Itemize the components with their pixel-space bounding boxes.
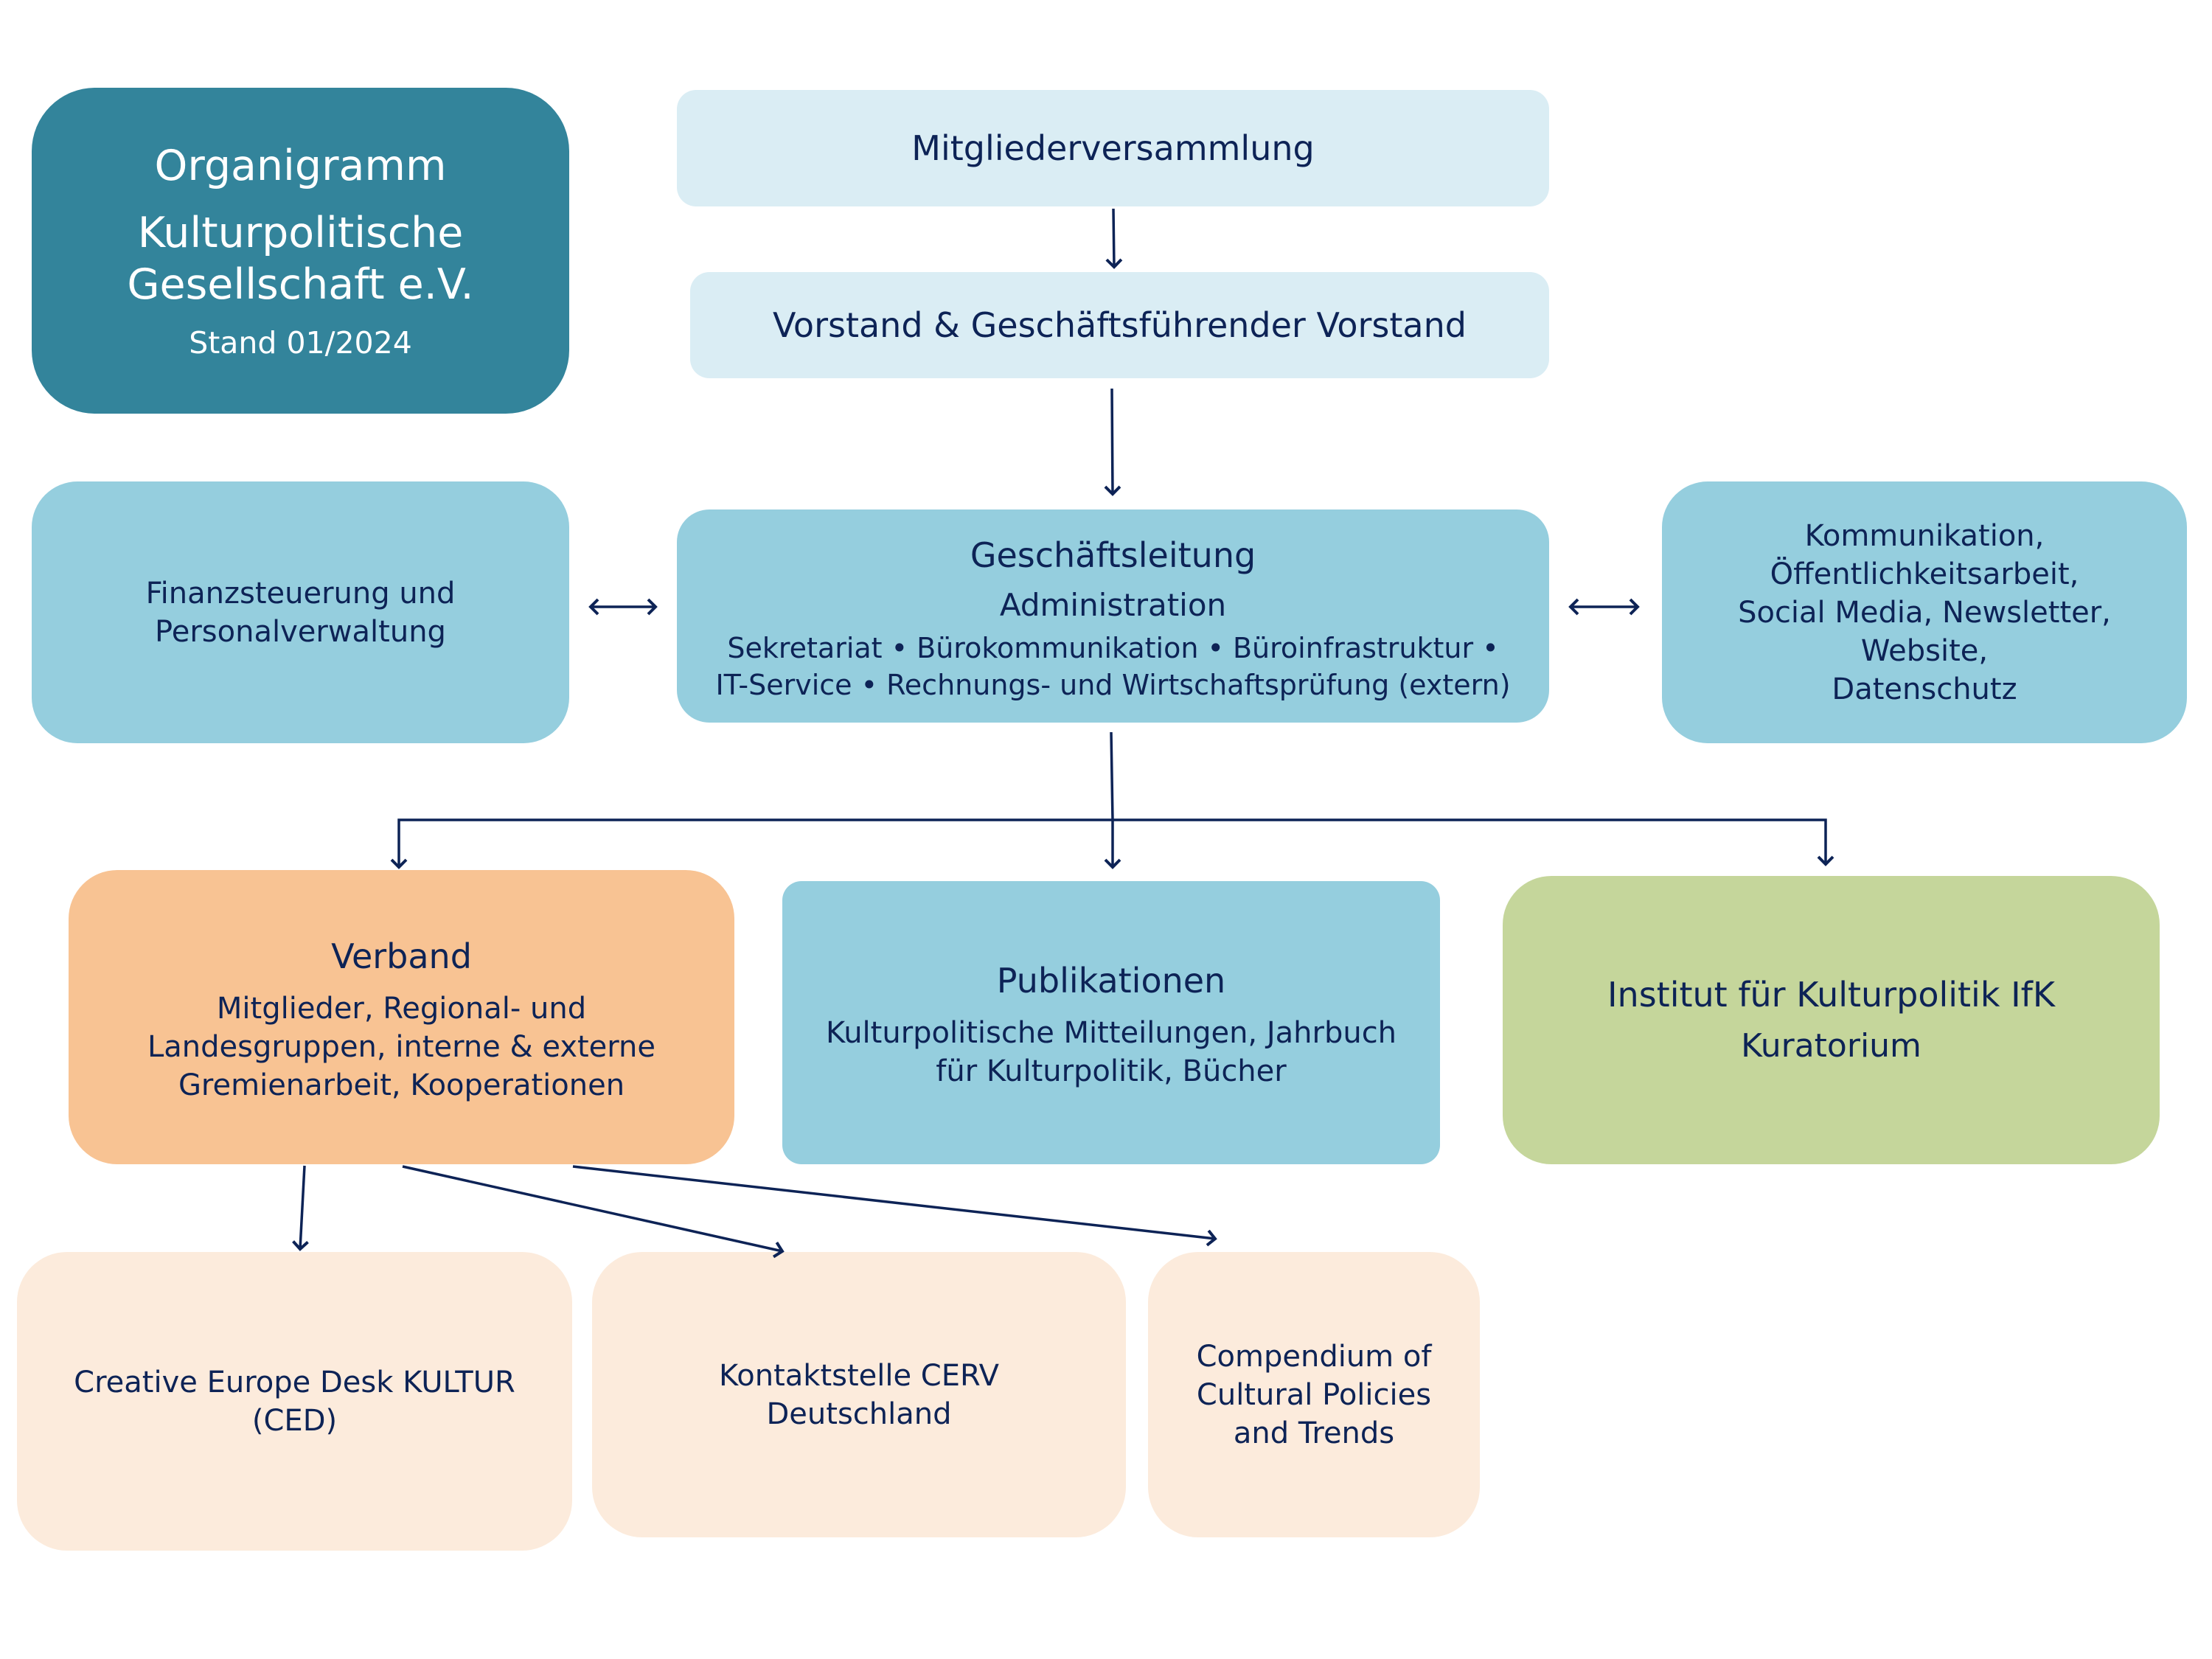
- mitgliederversammlung-box: Mitgliederversammlung: [677, 90, 1549, 206]
- kommunikation-line-1: Kommunikation,: [1804, 518, 2045, 553]
- title-line-1: Organigramm: [154, 142, 447, 190]
- publikationen-line-1: Kulturpolitische Mitteilungen, Jahrbuch: [825, 1016, 1397, 1050]
- institut-subtitle: Kuratorium: [1741, 1026, 1921, 1065]
- title-line-2a: Kulturpolitische: [137, 209, 464, 257]
- compendium-line-3: and Trends: [1233, 1416, 1395, 1450]
- ced-line-2: (CED): [251, 1403, 338, 1438]
- finanz-line-2: Personalverwaltung: [155, 614, 446, 649]
- vorstand-label: Vorstand & Geschäftsführender Vorstand: [773, 305, 1467, 345]
- finanz-box: Finanzsteuerung und Personalverwaltung: [32, 481, 569, 743]
- compendium-box: Compendium of Cultural Policies and Tren…: [1148, 1252, 1480, 1537]
- title-line-2b: Gesellschaft e.V.: [127, 260, 474, 309]
- institut-title: Institut für Kulturpolitik IfK: [1607, 974, 2056, 1015]
- geschaeftsleitung-line-1: Sekretariat • Bürokommunikation • Büroin…: [727, 631, 1499, 664]
- cerv-box: Kontaktstelle CERV Deutschland: [592, 1252, 1126, 1537]
- verband-line-2: Landesgruppen, interne & externe: [147, 1029, 655, 1064]
- arrow-verband-to-compendium: [572, 1165, 1217, 1247]
- title-box: Organigramm Kulturpolitische Gesellschaf…: [32, 88, 569, 414]
- kommunikation-box: Kommunikation, Öffentlichkeitsarbeit, So…: [1662, 481, 2187, 743]
- ced-line-1: Creative Europe Desk KULTUR: [74, 1365, 515, 1399]
- publikationen-line-2: für Kulturpolitik, Bücher: [936, 1054, 1287, 1088]
- kommunikation-line-4: Website,: [1860, 633, 1989, 668]
- vorstand-box: Vorstand & Geschäftsführender Vorstand: [690, 272, 1549, 378]
- cerv-line-1: Kontaktstelle CERV: [719, 1358, 999, 1393]
- mitgliederversammlung-label: Mitgliederversammlung: [911, 128, 1315, 168]
- geschaeftsleitung-title: Geschäftsleitung: [970, 535, 1256, 575]
- institut-box: Institut für Kulturpolitik IfK Kuratoriu…: [1503, 876, 2160, 1164]
- arrow-mv-to-vorstand: [1105, 208, 1123, 269]
- connector-gl-down: [1110, 731, 1114, 821]
- geschaeftsleitung-line-2: IT-Service • Rechnungs- und Wirtschaftsp…: [715, 668, 1511, 701]
- verband-box: Verband Mitglieder, Regional- und Landes…: [69, 870, 734, 1164]
- kommunikation-line-5: Datenschutz: [1832, 672, 2017, 706]
- title-date: Stand 01/2024: [189, 325, 412, 361]
- geschaeftsleitung-subtitle: Administration: [999, 586, 1227, 623]
- verband-line-1: Mitglieder, Regional- und: [216, 991, 587, 1026]
- publikationen-box: Publikationen Kulturpolitische Mitteilun…: [782, 881, 1440, 1164]
- kommunikation-line-2: Öffentlichkeitsarbeit,: [1770, 557, 2079, 591]
- geschaeftsleitung-box: Geschäftsleitung Administration Sekretar…: [677, 509, 1549, 723]
- cerv-line-2: Deutschland: [766, 1397, 952, 1431]
- verband-title: Verband: [331, 936, 472, 976]
- compendium-line-2: Cultural Policies: [1196, 1377, 1432, 1412]
- compendium-line-1: Compendium of: [1196, 1339, 1432, 1374]
- verband-line-3: Gremienarbeit, Kooperationen: [178, 1068, 625, 1102]
- publikationen-title: Publikationen: [996, 961, 1226, 1001]
- title-line-2: Kulturpolitische Gesellschaft e.V.: [127, 207, 473, 310]
- finanz-line-1: Finanzsteuerung und: [145, 576, 456, 611]
- ced-box: Creative Europe Desk KULTUR (CED): [17, 1252, 572, 1551]
- arrow-verband-to-ced: [292, 1165, 309, 1251]
- arrow-vorstand-to-gl: [1104, 388, 1121, 496]
- arrow-verband-to-cerv: [402, 1165, 785, 1259]
- kommunikation-line-3: Social Media, Newsletter,: [1738, 595, 2111, 630]
